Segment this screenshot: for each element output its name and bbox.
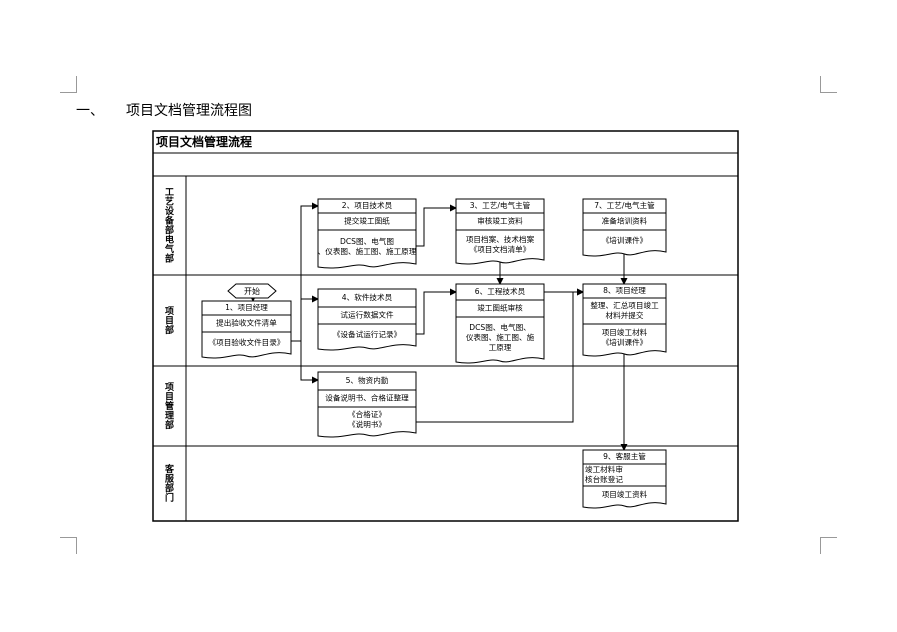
box-document: 项目档案、技术档案《项目文档清单》 <box>466 234 535 254</box>
box-header: 6、工程技术员 <box>475 286 526 296</box>
box-header: 3、工艺/电气主管 <box>470 200 531 210</box>
box-header: 7、工艺/电气主管 <box>594 200 655 210</box>
box-document: 项目竣工材料《培训课件》 <box>602 327 648 347</box>
page-corner-mark-bottom-right <box>820 537 837 554</box>
box-header: 2、项目技术员 <box>342 200 393 210</box>
box-document: 《合格证》《说明书》 <box>348 409 386 429</box>
box-task: 竣工图纸审核 <box>477 302 523 312</box>
section-number: 一、 <box>76 103 104 119</box>
lane-label-4: 客服部门 <box>164 463 175 504</box>
box-task: 提交竣工图纸 <box>344 215 390 225</box>
box-document: 《培训课件》 <box>602 235 648 245</box>
box-task: 试运行数据文件 <box>340 309 394 319</box>
lane-label-3: 项目管理部 <box>165 382 174 431</box>
box-header: 1、项目经理 <box>225 302 268 312</box>
box-document: DCS图、电气图、仪表图、施工图、施工原理 <box>318 236 417 256</box>
box-task: 提出验收文件清单 <box>216 317 277 327</box>
box-document: 《设备试运行记录》 <box>333 329 401 339</box>
box-document: DCS图、电气图、仪表图、施工图、施工原理 <box>466 322 535 352</box>
box-task: 竣工材料审核台账登记 <box>585 464 623 484</box>
chart-frame <box>152 130 739 522</box>
page-corner-mark-top-left <box>60 76 77 93</box>
box-document: 《项目验收文件目录》 <box>209 337 285 347</box>
box-header: 4、软件技术员 <box>342 292 393 302</box>
svg-text:开始: 开始 <box>244 286 260 296</box>
page-corner-mark-top-right <box>820 76 837 93</box>
lane-label-2: 项目部 <box>165 306 174 336</box>
lane-label-1: 工艺设备部电气部 <box>164 187 175 265</box>
box-task: 设备说明书、合格证整理 <box>325 392 409 402</box>
box-document: 项目竣工资料 <box>602 489 648 499</box>
box-task: 整理、汇总项目竣工材料并提交 <box>590 300 659 320</box>
page-corner-mark-bottom-left <box>60 537 77 554</box>
box-header: 9、客服主管 <box>603 451 646 461</box>
box-header: 5、物资内勤 <box>346 375 389 385</box>
box-header: 8、项目经理 <box>603 285 646 295</box>
chart-title: 项目文档管理流程 <box>156 134 252 149</box>
section-title: 项目文档管理流程图 <box>126 103 252 119</box>
start-node: 开始 <box>227 283 277 299</box>
connectors <box>249 202 628 451</box>
box-task: 准备培训资料 <box>602 215 648 225</box>
section-heading: 一、 项目文档管理流程图 <box>76 100 252 120</box>
box-task: 审核竣工资料 <box>477 215 523 225</box>
